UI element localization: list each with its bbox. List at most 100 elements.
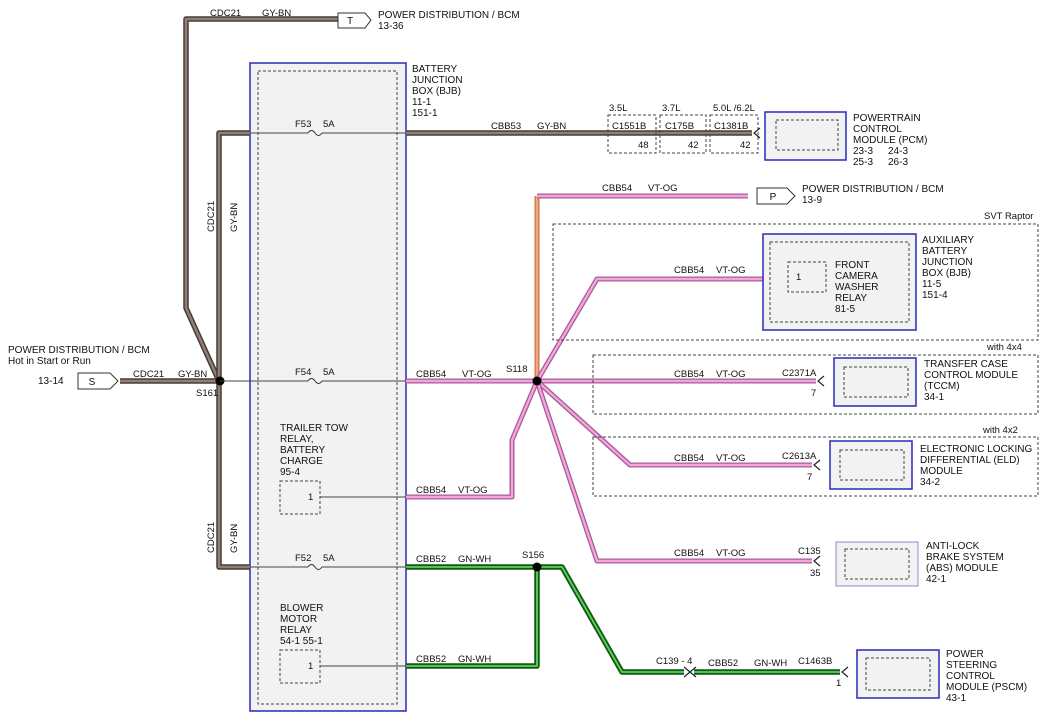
- splice-s156-label: S156: [522, 550, 544, 561]
- washer-relay-1: FRONT: [835, 260, 869, 271]
- bjb-title-2: JUNCTION: [412, 75, 463, 86]
- cbb54-main-id: CBB54: [416, 369, 446, 380]
- vertical-wire-labels: CDC21 GY-BN CDC21 GY-BN: [206, 201, 240, 553]
- connector-t-letter: T: [347, 16, 353, 27]
- gy-bn-wiring: [120, 16, 752, 570]
- blower-motor-relay: BLOWER MOTOR RELAY 54-1 55-1 1: [279, 603, 406, 684]
- splice-s118-label: S118: [506, 364, 527, 375]
- splice-s118: [532, 376, 542, 386]
- fuse-f53-rating: 5A: [323, 119, 335, 130]
- pcm-title-1: POWERTRAIN: [853, 113, 921, 124]
- fuse-f53-name: F53: [295, 119, 311, 130]
- washer-relay-4: RELAY: [835, 293, 867, 304]
- abs-wire-color: VT-OG: [716, 548, 746, 559]
- left-page: 13-14: [38, 376, 64, 387]
- bjb-outline: [249, 62, 407, 712]
- blower-title-3: RELAY: [280, 625, 312, 636]
- cbb52-main-color: GN-WH: [458, 554, 491, 565]
- pscm-wire-id: CBB52: [708, 658, 738, 669]
- tccm-title-2: CONTROL MODULE: [924, 370, 1018, 381]
- gn-wh-wiring: [406, 562, 840, 675]
- aux-bjb-title-4: BOX (BJB): [922, 268, 971, 279]
- pcm-variant-2-box: [659, 114, 707, 154]
- pcm-ref-1: 23-3: [853, 146, 873, 157]
- blower-refs: 54-1 55-1: [280, 636, 323, 647]
- left-title: POWER DISTRIBUTION / BCM: [8, 345, 150, 356]
- eld-wire-color: VT-OG: [716, 453, 746, 464]
- svt-option-box: [552, 223, 1039, 341]
- blower-wire-color: GN-WH: [458, 654, 491, 665]
- left-wire-color: GY-BN: [178, 369, 207, 380]
- aux-bjb-title-3: JUNCTION: [922, 257, 973, 268]
- fuse-f54-symbol: [307, 378, 323, 384]
- trailer-wire-id: CBB54: [416, 485, 446, 496]
- pscm-title-3: CONTROL: [946, 671, 995, 682]
- pcm-ref-3: 25-3: [853, 157, 873, 168]
- abs-pin: 35: [810, 568, 821, 579]
- p-page: 13-9: [802, 195, 822, 206]
- connector-t-shape: [337, 12, 372, 29]
- pcm-variant-1-conn: C1551B: [612, 121, 646, 132]
- bjb-title-1: BATTERY: [412, 64, 458, 75]
- pscm-wire-color: GN-WH: [754, 658, 787, 669]
- battery-junction-box: BATTERY JUNCTION BOX (BJB) 11-1 151-1: [249, 62, 463, 712]
- abs-ref: 42-1: [926, 574, 946, 585]
- aux-bjb-title-2: BATTERY: [922, 246, 968, 257]
- pcm-title-2: CONTROL: [853, 124, 902, 135]
- pscm-module-box: [856, 649, 940, 699]
- pcm-variant-3-pin: 42: [740, 140, 751, 151]
- eld-connector-arrow: [813, 459, 821, 471]
- washer-relay-2: CAMERA: [835, 271, 878, 282]
- fuse-f54-name: F54: [295, 367, 311, 378]
- tccm-ref: 34-1: [924, 392, 944, 403]
- tccm-connector-arrow: [817, 375, 825, 387]
- upper-wire-id: CDC21: [206, 201, 217, 232]
- pcm-connector-arrow: [753, 127, 761, 139]
- trailer-title-1: TRAILER TOW: [280, 423, 349, 434]
- abs-title-3: (ABS) MODULE: [926, 563, 999, 574]
- trailer-title-3: BATTERY: [280, 445, 326, 456]
- abs-conn: C135: [798, 546, 821, 557]
- cbb52-main-id: CBB52: [416, 554, 446, 565]
- svt-wire-color: VT-OG: [716, 265, 746, 276]
- inline-connector-female: [689, 666, 697, 678]
- blower-title-1: BLOWER: [280, 603, 323, 614]
- fuse-f52: F52 5A: [250, 553, 406, 571]
- abs-title-2: BRAKE SYSTEM: [926, 552, 1004, 563]
- eld-option-box: [592, 436, 1039, 497]
- tccm-module-box: [833, 357, 917, 407]
- fuse-f54-rating: 5A: [323, 367, 335, 378]
- tccm-option-box: [592, 354, 1039, 415]
- upper-wire-color: GY-BN: [229, 203, 240, 232]
- blower-wire-id: CBB52: [416, 654, 446, 665]
- tccm-title-3: (TCCM): [924, 381, 960, 392]
- connector-t: CDC21 GY-BN T POWER DISTRIBUTION / BCM 1…: [210, 8, 520, 32]
- pcm-variant-1-engine: 3.5L: [609, 103, 628, 114]
- trailer-relay-pin: 1: [308, 492, 313, 503]
- cbb53-wire-id: CBB53: [491, 121, 521, 132]
- cdc21-vertical-wire: [216, 130, 250, 570]
- lower-wire-color: GY-BN: [229, 524, 240, 553]
- pscm-pin: 1: [836, 678, 841, 689]
- pcm-variant-3-box: [709, 114, 759, 154]
- pcm-module-box: [764, 111, 847, 161]
- svt-wire-id: CBB54: [674, 265, 704, 276]
- aux-bjb-title-1: AUXILIARY: [922, 235, 974, 246]
- eld-conn: C2613A: [782, 451, 817, 462]
- pcm-variant-2-conn: C175B: [665, 121, 694, 132]
- svt-option-label: SVT Raptor: [984, 211, 1033, 222]
- washer-relay-box: [787, 261, 827, 293]
- pcm-ref-2: 24-3: [888, 146, 908, 157]
- connector-s-letter: S: [89, 377, 96, 388]
- splice-s161-label: S161: [196, 388, 218, 399]
- washer-relay-3: WASHER: [835, 282, 879, 293]
- eld-title-1: ELECTRONIC LOCKING: [920, 444, 1032, 455]
- fuse-f53: F53 5A: [250, 119, 406, 137]
- top-wire-color: GY-BN: [262, 8, 291, 19]
- blower-title-2: MOTOR: [280, 614, 317, 625]
- eld-wire-id: CBB54: [674, 453, 704, 464]
- blower-relay-pin: 1: [308, 661, 313, 672]
- svt-branch-wire: [534, 276, 763, 383]
- connector-s: POWER DISTRIBUTION / BCM Hot in Start or…: [8, 345, 218, 399]
